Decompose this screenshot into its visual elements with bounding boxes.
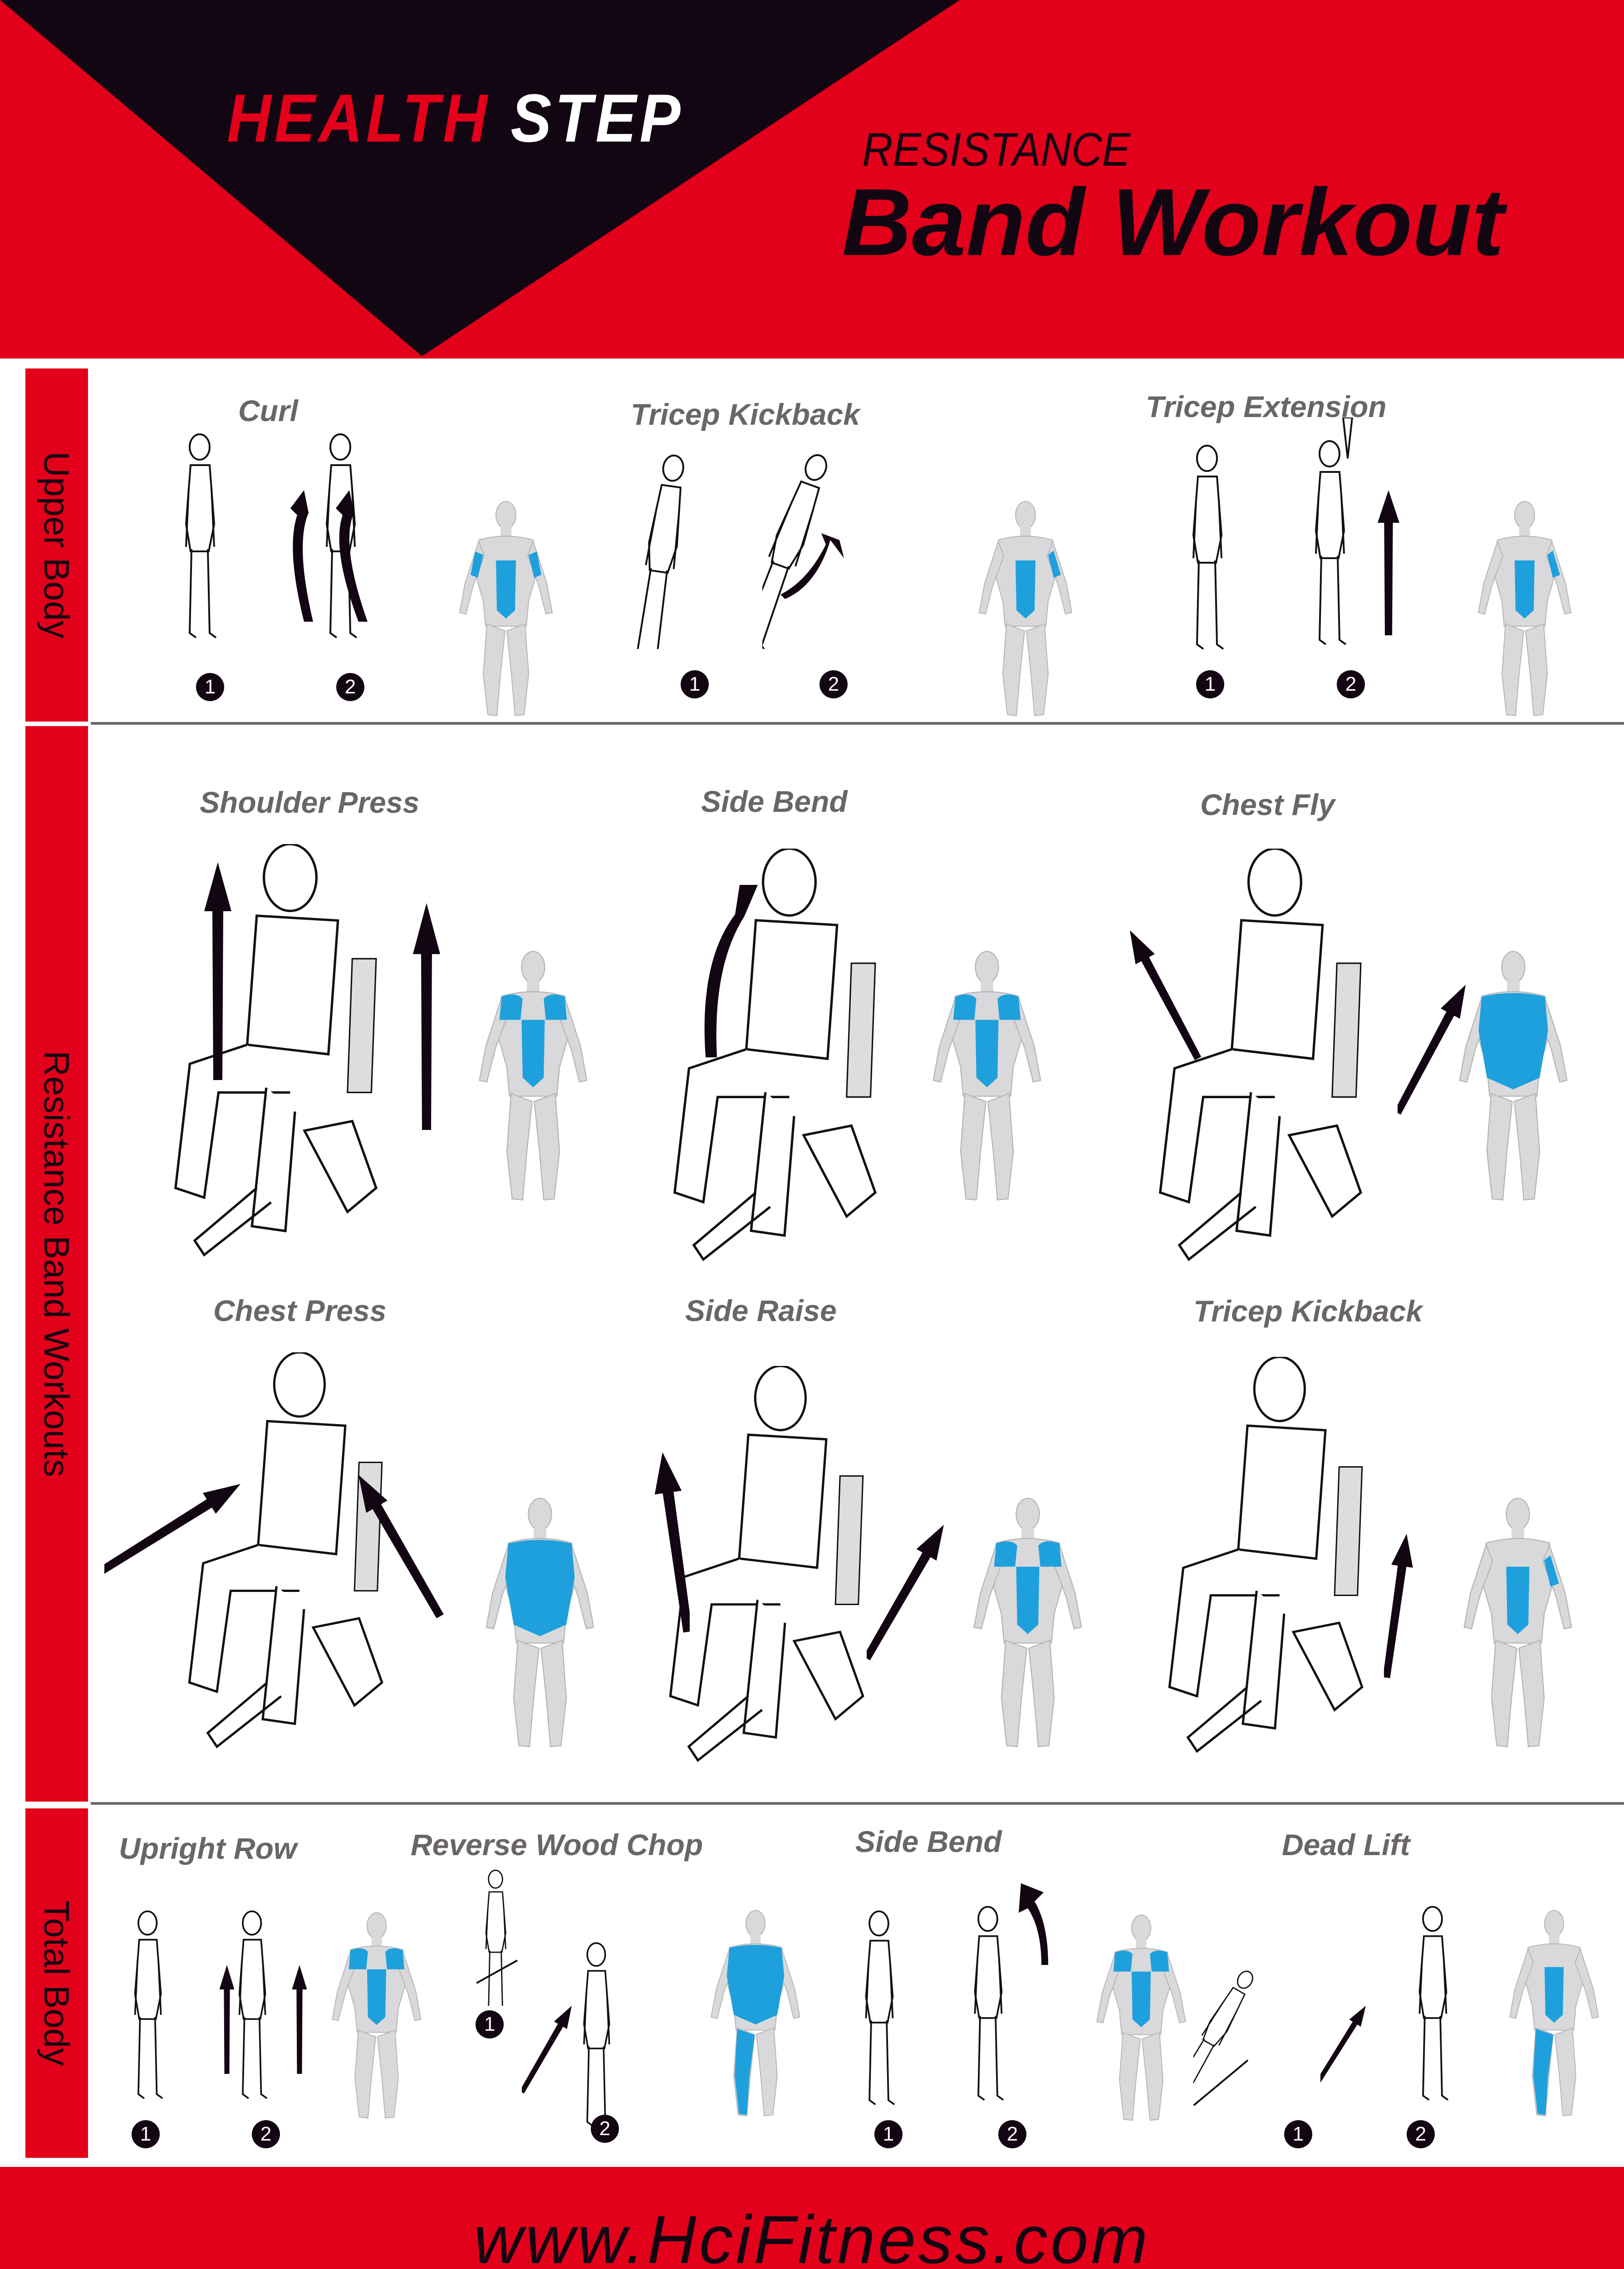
- step-badge-1: 1: [476, 2010, 504, 2038]
- section-strip-upper-body: Upper Body: [25, 368, 88, 722]
- step-badge-1: 1: [132, 2120, 160, 2148]
- reverse-wood-chop-step1-figure: [476, 1870, 518, 2006]
- muscle-map-side-bend-total: [1096, 1915, 1186, 2121]
- muscle-map-chest-press: [486, 1498, 594, 1748]
- step-badge-2: 2: [819, 670, 848, 698]
- step-badge-1: 1: [1196, 670, 1224, 698]
- chest-fly-figure: [1125, 849, 1434, 1302]
- poster-title: Band Workout: [842, 169, 1504, 275]
- tricep-kickback-step2-figure: [762, 450, 844, 649]
- exercise-title: Curl: [238, 394, 298, 427]
- brand-logo: HEALTH STEP: [227, 84, 684, 152]
- dead-lift-step1-figure: [1193, 1969, 1260, 2106]
- arrow-curved-up-icon: [1019, 1883, 1048, 1965]
- arrow-diagonal-icon: [1320, 2006, 1372, 2087]
- muscle-map-shoulder-press: [479, 951, 588, 1201]
- footer-banner: [0, 2167, 1624, 2269]
- step-badge-2: 2: [1337, 670, 1365, 698]
- exercise-title: Tricep Extension: [1146, 390, 1387, 423]
- arrow-curved-up-icon: [704, 885, 758, 1057]
- muscle-map-curl: [459, 501, 553, 716]
- muscle-map-tricep-kickback-machine: [1463, 1498, 1572, 1748]
- muscle-map-side-bend: [932, 951, 1041, 1201]
- poster-subtitle: RESISTANCE: [862, 123, 1131, 176]
- arrow-up-icon: [204, 862, 231, 1080]
- tricep-extension-step1-figure: [1192, 445, 1224, 650]
- arrow-up-icon: [413, 903, 440, 1130]
- section-divider: [91, 722, 1624, 725]
- header-black-triangle: [0, 0, 960, 356]
- step-badge-1: 1: [1284, 2120, 1312, 2148]
- side-bend-figure: [649, 849, 939, 1302]
- exercise-title: Side Bend: [855, 1825, 1002, 1858]
- muscle-map-tricep-kickback: [979, 501, 1072, 716]
- muscle-map-reverse-wood-chop: [711, 1910, 800, 2117]
- exercise-title: Side Raise: [685, 1294, 837, 1327]
- exercise-title: Side Bend: [701, 785, 848, 818]
- step-badge-1: 1: [874, 2120, 903, 2148]
- brand-health: HEALTH: [227, 80, 491, 156]
- arrow-up-icon: [1384, 1534, 1418, 1680]
- step-badge-2: 2: [336, 673, 364, 701]
- muscle-map-chest-fly: [1459, 951, 1568, 1201]
- dead-lift-step2-figure: [1418, 1906, 1449, 2101]
- tricep-kickback-step1-figure: [635, 454, 692, 649]
- arrow-diagonal-icon: [522, 2006, 579, 2096]
- muscle-map-upright-row: [332, 1912, 422, 2119]
- muscle-map-dead-lift: [1509, 1910, 1599, 2117]
- exercise-title: Tricep Kickback: [1193, 1294, 1423, 1328]
- section-label-total-body: Total Body: [37, 1900, 77, 2066]
- arrow-up-icon: [649, 1452, 690, 1634]
- exercise-title: Chest Fly: [1200, 788, 1335, 821]
- shoulder-press-figure: [150, 844, 440, 1298]
- curl-step1-figure: [185, 433, 217, 638]
- exercise-title: Chest Press: [213, 1294, 387, 1327]
- tricep-extension-step2-figure: [1315, 417, 1354, 645]
- section-strip-total-body: Total Body: [25, 1808, 88, 2158]
- website-link[interactable]: www.HciFitness.com: [473, 2201, 1151, 2269]
- exercise-title: Dead Lift: [1282, 1828, 1410, 1861]
- arrow-up-icon: [292, 1965, 307, 2074]
- section-label-upper-body: Upper Body: [37, 452, 77, 638]
- arrow-up-icon: [219, 1965, 235, 2074]
- section-divider: [91, 1802, 1624, 1805]
- exercise-title: Shoulder Press: [200, 786, 420, 819]
- step-badge-2: 2: [591, 2115, 619, 2143]
- step-badge-1: 1: [196, 673, 224, 701]
- side-bend-step1-figure: [865, 1910, 896, 2106]
- arrow-curved-up-icon: [290, 490, 368, 622]
- exercise-title: Upright Row: [119, 1832, 297, 1865]
- section-label-resistance-band: Resistance Band Workouts: [37, 1051, 77, 1477]
- arrow-diagonal-icon: [867, 1525, 954, 1665]
- exercise-title: Tricep Kickback: [631, 398, 860, 431]
- arrow-diagonal-icon: [104, 1475, 247, 1581]
- muscle-map-side-raise: [973, 1498, 1082, 1748]
- muscle-map-tricep-extension: [1478, 501, 1571, 716]
- section-strip-resistance-band: Resistance Band Workouts: [25, 726, 88, 1802]
- step-badge-2: 2: [998, 2120, 1026, 2148]
- upright-row-step1-figure: [134, 1910, 164, 2099]
- brand-step: STEP: [510, 80, 684, 156]
- step-badge-1: 1: [681, 670, 709, 698]
- step-badge-2: 2: [1407, 2120, 1435, 2148]
- arrow-diagonal-icon: [1121, 926, 1208, 1062]
- exercise-title: Reverse Wood Chop: [411, 1828, 703, 1861]
- arrow-diagonal-icon: [348, 1470, 451, 1623]
- arrow-up-icon: [1378, 490, 1399, 635]
- step-badge-2: 2: [252, 2120, 280, 2148]
